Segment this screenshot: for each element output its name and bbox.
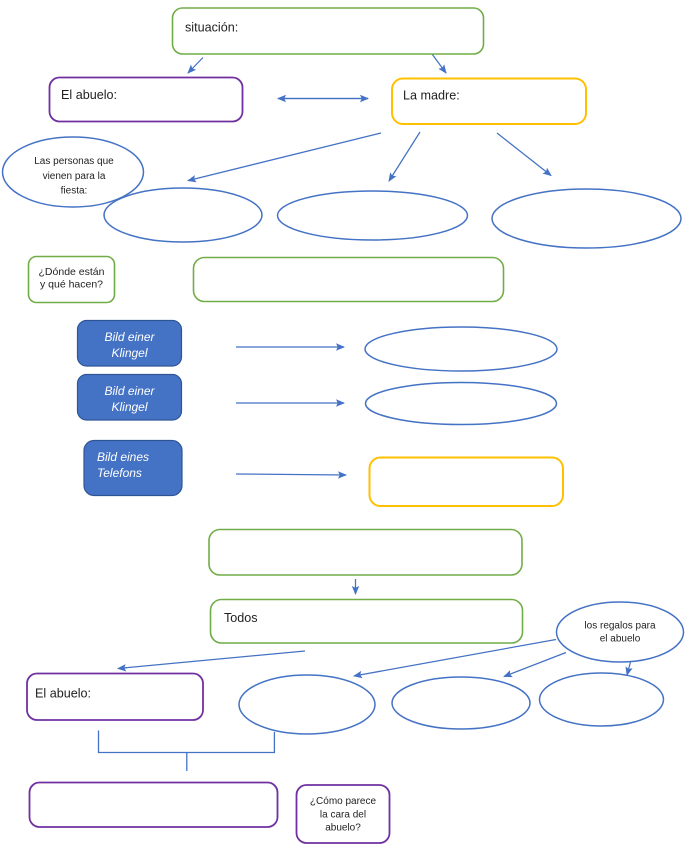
svg-text:abuelo?: abuelo? — [325, 823, 361, 834]
svg-text:Bild einer: Bild einer — [104, 330, 155, 344]
svg-text:los regalos para: los regalos para — [584, 621, 656, 632]
svg-text:vienen para la: vienen para la — [43, 171, 106, 182]
svg-text:Bild eines: Bild eines — [97, 450, 149, 464]
svg-text:Todos: Todos — [224, 611, 258, 625]
svg-text:y qué hacen?: y qué hacen? — [40, 279, 103, 291]
svg-text:Klingel: Klingel — [111, 400, 147, 414]
svg-text:El abuelo:: El abuelo: — [61, 88, 117, 102]
svg-text:la cara del: la cara del — [320, 810, 366, 821]
svg-text:situación:: situación: — [185, 21, 238, 35]
svg-text:La madre:: La madre: — [403, 89, 460, 103]
svg-text:Telefons: Telefons — [97, 466, 142, 480]
svg-text:Las personas que: Las personas que — [34, 156, 114, 167]
svg-text:fiesta:: fiesta: — [61, 186, 88, 197]
svg-text:el abuelo: el abuelo — [600, 634, 641, 645]
svg-text:Klingel: Klingel — [111, 346, 147, 360]
svg-text:¿Dónde están: ¿Dónde están — [39, 266, 105, 278]
svg-text:El abuelo:: El abuelo: — [35, 687, 91, 701]
svg-text:¿Cómo parece: ¿Cómo parece — [310, 796, 377, 807]
svg-text:Bild einer: Bild einer — [104, 384, 155, 398]
